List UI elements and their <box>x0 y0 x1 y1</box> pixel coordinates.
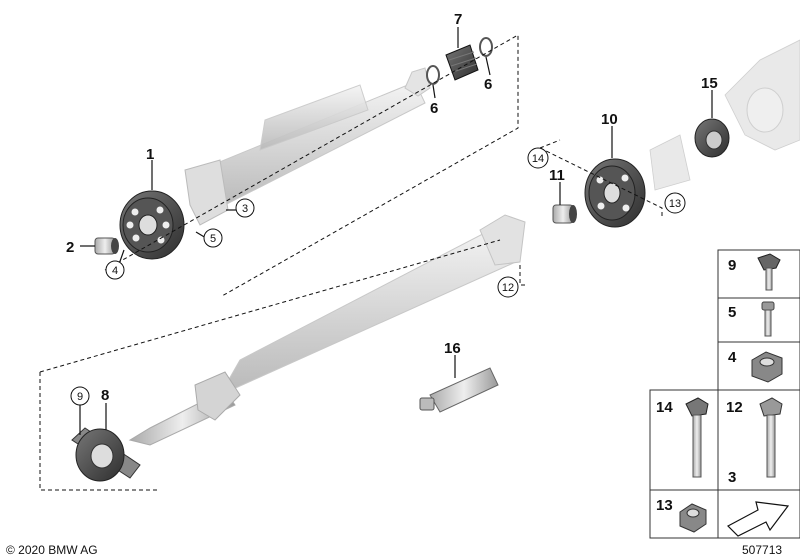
grease-tube-part-16 <box>419 367 499 413</box>
legend-13-text: 13 <box>656 497 673 514</box>
label-10: 10 <box>601 111 618 128</box>
label-15: 15 <box>701 75 718 92</box>
dashed-frame-right <box>539 139 663 218</box>
label-2: 2 <box>66 239 74 256</box>
ring-part-6-right <box>479 37 493 57</box>
center-bearing-part-8 <box>71 427 141 482</box>
boot-part-7 <box>445 44 479 81</box>
callout-14: 14 <box>527 147 549 169</box>
sleeve-part-2 <box>94 237 119 255</box>
callout-3: 3 <box>235 198 255 218</box>
callout-5-text: 5 <box>210 233 216 245</box>
hub-part-15 <box>694 118 730 158</box>
differential-ghost <box>724 39 800 151</box>
legend-box-4: 4 <box>717 341 800 391</box>
flex-disc-right <box>584 158 646 228</box>
dashed-frame-lower <box>39 239 501 491</box>
copyright-text: © 2020 BMW AG <box>6 543 98 557</box>
callout-12-text: 12 <box>502 282 514 294</box>
dashed-lead-12 <box>519 265 525 286</box>
label-6-left: 6 <box>430 100 438 117</box>
legend-box-14-12-3: 14 12 3 <box>649 389 800 491</box>
callout-14-text: 14 <box>532 153 544 165</box>
legend-9-text: 9 <box>728 257 736 274</box>
callout-4-text: 4 <box>112 265 118 277</box>
label-7: 7 <box>454 11 462 28</box>
lower-drive-shaft <box>128 214 526 446</box>
label-16: 16 <box>444 340 461 357</box>
flange-ghost <box>649 134 691 191</box>
dashed-frame-upper <box>104 34 519 297</box>
callout-12: 12 <box>497 276 519 298</box>
callout-9: 9 <box>70 386 90 406</box>
callout-3-text: 3 <box>242 203 248 215</box>
label-8: 8 <box>101 387 109 404</box>
label-11: 11 <box>549 167 565 184</box>
legend-box-5: 5 <box>717 297 800 343</box>
legend-box-13: 13 <box>649 489 719 539</box>
legend-box-arrow <box>717 489 800 539</box>
callout-13: 13 <box>664 192 686 214</box>
label-6-right: 6 <box>484 76 492 93</box>
image-number: 507713 <box>742 543 782 557</box>
legend-5-text: 5 <box>728 304 736 321</box>
flex-disc-left <box>119 190 185 260</box>
legend-3-text: 3 <box>728 469 736 486</box>
callout-4: 4 <box>105 260 125 280</box>
legend-14-text: 14 <box>656 399 673 416</box>
upper-drive-shaft <box>184 67 431 226</box>
legend-12-text: 12 <box>726 399 743 416</box>
sleeve-part-11 <box>552 204 577 224</box>
callout-13-text: 13 <box>669 198 681 210</box>
legend-4-text: 4 <box>728 349 737 366</box>
legend-box-9: 9 <box>717 249 800 299</box>
arrow-icon <box>727 501 790 537</box>
ring-part-6-left <box>426 65 440 85</box>
callout-9-text: 9 <box>77 391 83 403</box>
label-1: 1 <box>146 146 154 163</box>
callout-5: 5 <box>203 228 223 248</box>
